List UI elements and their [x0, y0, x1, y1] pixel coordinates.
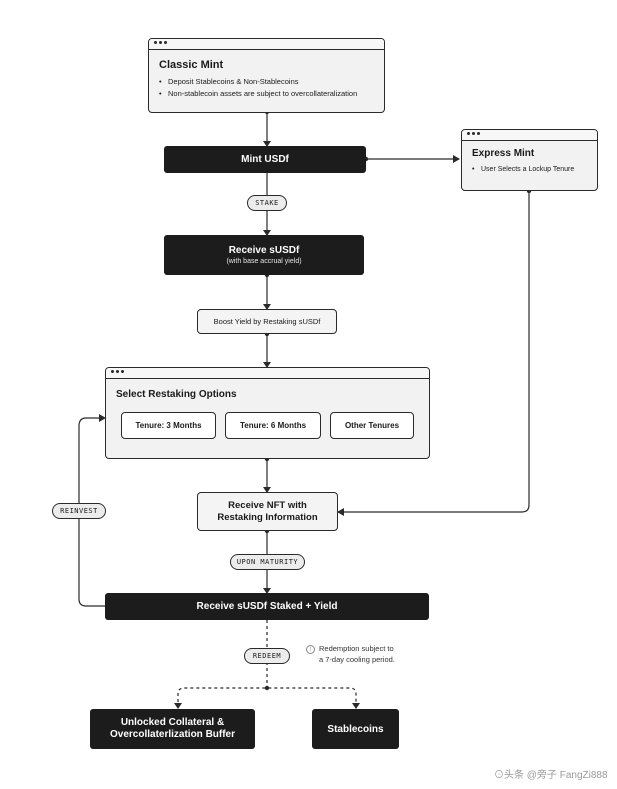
receive-nft-line2: Restaking Information — [217, 511, 318, 523]
receive-susdf-label: Receive sUSDf — [228, 245, 300, 256]
window-titlebar — [462, 130, 597, 141]
unlocked-line2: Overcollaterlization Buffer — [109, 729, 236, 740]
edge-express-to-nft — [338, 191, 530, 513]
boost-yield-label: Boost Yield by Restaking sUSDf — [213, 317, 321, 326]
redemption-note-line1: Redemption subject to — [319, 644, 394, 653]
classic-mint-card: Classic Mint Deposit Stablecoins & Non-S… — [148, 38, 385, 113]
upon-maturity-label: UPON MATURITY — [230, 554, 305, 570]
clock-icon: ! — [306, 645, 315, 654]
receive-nft-node: Receive NFT with Restaking Information — [197, 492, 338, 531]
option-tenure-6-months[interactable]: Tenure: 6 Months — [225, 412, 321, 439]
option-other-tenures[interactable]: Other Tenures — [330, 412, 414, 439]
window-titlebar — [149, 39, 384, 50]
redemption-note-line2: a 7-day cooling period. — [319, 655, 395, 664]
reinvest-label: REINVEST — [52, 503, 106, 519]
unlocked-line1: Unlocked Collateral & — [120, 717, 225, 728]
express-mint-bullet: User Selects a Lockup Tenure — [472, 164, 587, 176]
restaking-options-title: Select Restaking Options — [116, 389, 237, 400]
mint-usdf-node: Mint USDf — [164, 146, 366, 173]
classic-mint-title: Classic Mint — [159, 59, 224, 71]
classic-mint-bullet: Deposit Stablecoins & Non-Stablecoins — [159, 76, 374, 88]
stablecoins-label: Stablecoins — [327, 723, 384, 735]
receive-nft-line1: Receive NFT with — [228, 499, 307, 511]
express-mint-card: Express Mint User Selects a Lockup Tenur… — [461, 129, 598, 191]
redeem-label: REDEEM — [244, 648, 290, 664]
stablecoins-node: Stablecoins — [312, 709, 399, 749]
window-titlebar — [106, 368, 429, 379]
receive-staked-yield-node: Receive sUSDf Staked + Yield — [105, 593, 429, 620]
option-tenure-3-months[interactable]: Tenure: 3 Months — [121, 412, 216, 439]
unlocked-collateral-node: Unlocked Collateral & Overcollaterlizati… — [90, 709, 255, 749]
redemption-note: Redemption subject to a 7-day cooling pe… — [319, 643, 395, 665]
mint-usdf-label: Mint USDf — [241, 154, 289, 165]
boost-yield-node: Boost Yield by Restaking sUSDf — [197, 309, 337, 334]
edge-redeem-split — [177, 687, 357, 708]
receive-staked-yield-label: Receive sUSDf Staked + Yield — [196, 601, 338, 612]
watermark: ⊙头条 @旁子 FangZi888 — [494, 770, 608, 781]
express-mint-title: Express Mint — [472, 148, 535, 159]
receive-susdf-node: Receive sUSDf (with base accrual yield) — [164, 235, 364, 275]
stake-label: STAKE — [247, 195, 287, 211]
classic-mint-bullet: Non-stablecoin assets are subject to ove… — [159, 88, 374, 100]
receive-susdf-sub: (with base accrual yield) — [226, 258, 302, 265]
